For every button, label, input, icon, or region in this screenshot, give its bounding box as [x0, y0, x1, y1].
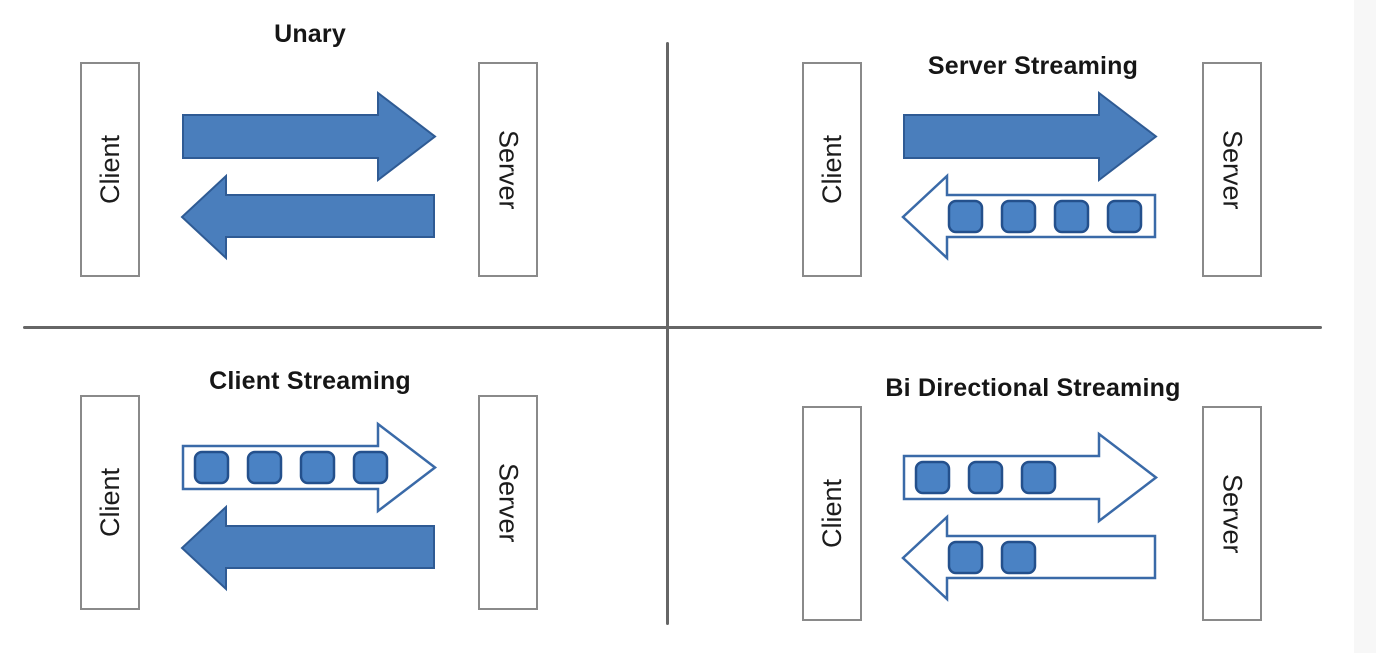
client-label: Client — [94, 134, 125, 205]
arrows-unary — [180, 90, 437, 261]
message-square — [947, 199, 984, 234]
left-arrow-solid — [180, 173, 435, 261]
server-label: Server — [493, 462, 524, 543]
server-box: Server — [1202, 62, 1262, 277]
message-square — [914, 460, 951, 495]
vertical-divider-line — [666, 42, 669, 625]
arrows-server-streaming — [901, 90, 1158, 261]
server-box: Server — [478, 395, 538, 610]
quadrant-title: Bi Directional Streaming — [885, 374, 1181, 402]
message-square — [1053, 199, 1090, 234]
quadrant-title: Client Streaming — [209, 367, 411, 395]
right-arrow-stream — [181, 421, 438, 514]
client-box: Client — [802, 62, 862, 277]
right-arrow-stream — [902, 431, 1159, 524]
client-label: Client — [94, 467, 125, 538]
left-arrow-stream — [901, 173, 1157, 261]
quadrant-title: Server Streaming — [927, 52, 1139, 80]
server-box: Server — [478, 62, 538, 277]
message-square — [352, 450, 389, 485]
quadrant-bidirectional-streaming: Bi Directional Streaming Client Server — [667, 327, 1376, 653]
client-box: Client — [80, 395, 140, 610]
server-box: Server — [1202, 406, 1262, 621]
client-label: Client — [816, 478, 847, 549]
message-square — [967, 460, 1004, 495]
message-square — [1000, 199, 1037, 234]
horizontal-divider-line — [23, 326, 1322, 329]
message-square — [1000, 540, 1037, 575]
left-arrow-solid — [180, 504, 435, 592]
quadrant-title: Unary — [274, 20, 346, 48]
right-edge-shade — [1354, 0, 1376, 653]
quadrant-unary: Unary Client Server — [0, 0, 667, 327]
right-arrow-solid — [182, 90, 437, 183]
arrows-client-streaming — [180, 421, 438, 592]
client-label: Client — [816, 134, 847, 205]
right-arrow-solid — [903, 90, 1158, 183]
server-label: Server — [493, 129, 524, 210]
message-square — [246, 450, 283, 485]
server-label: Server — [1217, 473, 1248, 554]
left-arrow-stream — [901, 514, 1157, 602]
client-box: Client — [80, 62, 140, 277]
quadrant-server-streaming: Server Streaming Client Server — [667, 0, 1376, 327]
message-square — [1106, 199, 1143, 234]
client-box: Client — [802, 406, 862, 621]
message-square — [193, 450, 230, 485]
message-square — [1020, 460, 1057, 495]
quadrant-client-streaming: Client Streaming Client Server — [0, 327, 667, 653]
arrows-bidirectional-streaming — [901, 431, 1159, 602]
message-square — [947, 540, 984, 575]
server-label: Server — [1217, 129, 1248, 210]
message-square — [299, 450, 336, 485]
